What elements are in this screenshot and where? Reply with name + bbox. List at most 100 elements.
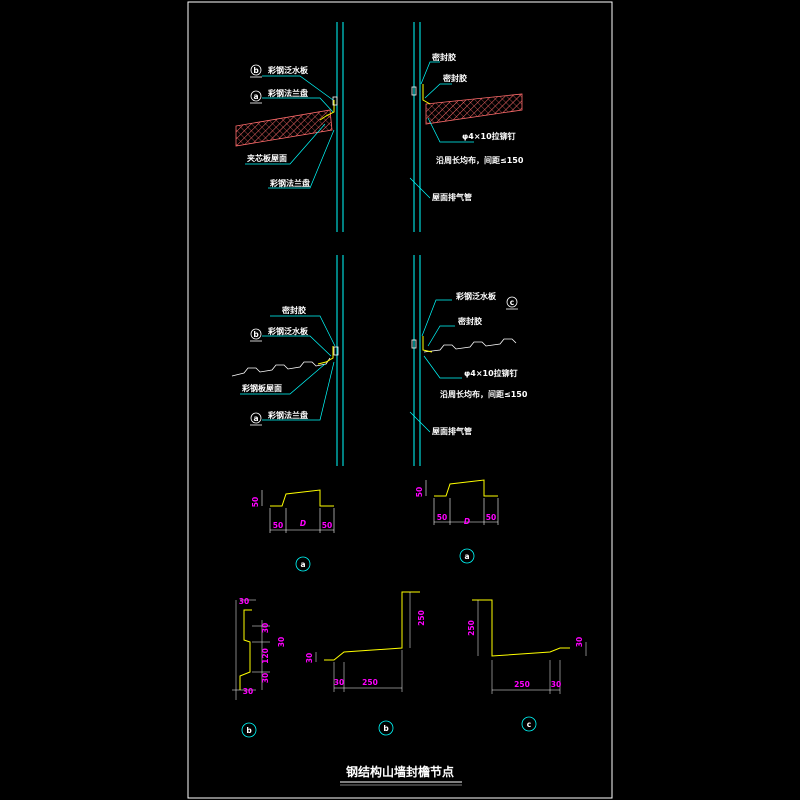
dim-height: 50 [251, 497, 260, 507]
dim-1: 30 [261, 623, 270, 633]
dim-riser: 250 [467, 620, 476, 636]
leader-line [262, 75, 334, 101]
corrugated-roof-sheet [231, 357, 331, 377]
label-sealant: 密封胶 [281, 305, 306, 315]
profile-outline [472, 599, 570, 657]
marker-circle [250, 64, 262, 76]
marker-a-text: a [300, 560, 305, 569]
detail-top-right: 密封胶 密封胶 φ4×10拉铆钉 沿周长均布，间距≤150 屋面排气管 [409, 22, 524, 232]
leader-line [240, 363, 326, 395]
profile-c: 250 30 250 30 c [467, 599, 587, 732]
sandwich-panel-roof-overlay [426, 94, 522, 124]
leader-line [262, 361, 335, 421]
dim-riser: 250 [417, 610, 426, 626]
dim-top: 30 [239, 597, 249, 606]
leader-line [270, 315, 336, 347]
marker-circle [250, 90, 262, 102]
profile-outline [270, 489, 334, 507]
label-flashing: 彩钢泛水板 [267, 65, 309, 75]
drawing-title: 钢结构山墙封檐节点 [346, 764, 454, 779]
label-flashing: 彩钢泛水板 [455, 291, 497, 301]
profile-b-large: 250 30 30 250 b [305, 591, 426, 736]
dim-step: 30 [575, 637, 584, 647]
dim-left: 50 [273, 521, 283, 530]
marker-circle [250, 412, 262, 424]
leader-line [420, 61, 440, 85]
detail-mid-right: c 彩钢泛水板 密封胶 φ4×10拉铆钉 沿周长均布，间距≤150 屋面排气管 [409, 255, 528, 466]
label-spacing: 沿周长均布，间距≤150 [436, 155, 524, 165]
dim-diameter: D [464, 517, 470, 526]
dim-3: 120 [261, 648, 270, 664]
leader-line [424, 83, 452, 99]
label-flange: 彩钢法兰盘 [267, 88, 308, 98]
flange-clamp [411, 339, 417, 349]
leader-line [423, 355, 462, 379]
corrugated-roof-sheet [423, 338, 517, 353]
flashing-plate [422, 84, 431, 105]
label-sealant: 密封胶 [431, 52, 456, 62]
label-vent-pipe: 屋面排气管 [432, 426, 472, 436]
dim-left: 50 [437, 513, 447, 522]
dim-lip: 30 [551, 680, 561, 689]
flange-clamp [332, 96, 338, 106]
label-spacing: 沿周长均布，间距≤150 [440, 389, 528, 399]
leader-line [262, 97, 334, 113]
leader-line [262, 335, 332, 357]
label-flashing: 彩钢泛水板 [267, 326, 309, 336]
marker-b-text: b [246, 726, 252, 735]
marker-circle [378, 720, 394, 736]
marker-b-text: b [383, 724, 389, 733]
marker-circle [295, 556, 311, 572]
dim-2: 30 [277, 637, 286, 647]
marker-circle [506, 296, 518, 308]
marker-c-text: c [527, 720, 531, 729]
leader-line [421, 299, 452, 337]
marker-circle [459, 548, 475, 564]
marker-circle [250, 328, 262, 340]
marker-circle [521, 716, 537, 732]
profile-outline [239, 609, 252, 690]
dim-lip: 30 [334, 678, 344, 687]
label-vent-pipe: 屋面排气管 [432, 192, 472, 202]
leader-line [409, 177, 431, 199]
dim-right: 50 [486, 513, 496, 522]
leader-line [427, 117, 474, 143]
flange-clamp [333, 346, 339, 356]
label-flange-2: 彩钢法兰盘 [269, 178, 310, 188]
profile-outline [434, 479, 498, 497]
leader-line [427, 325, 455, 347]
dim-4: 30 [261, 673, 270, 683]
dim-bottom: 30 [243, 687, 253, 696]
dim-step: 30 [305, 653, 314, 663]
flashing-plate [319, 100, 335, 121]
leader-line [409, 411, 431, 433]
dim-diameter: D [300, 519, 306, 528]
label-sandwich-roof: 夹芯板屋面 [247, 153, 287, 163]
label-sealant-2: 密封胶 [442, 73, 467, 83]
label-steel-roof: 彩钢板屋面 [241, 383, 282, 393]
label-rivet: φ4×10拉铆钉 [464, 368, 518, 378]
dim-height: 50 [415, 487, 424, 497]
marker-c-text: c [510, 298, 514, 307]
flange-clamp [411, 86, 417, 96]
leader-line [245, 123, 326, 165]
profile-outline [324, 591, 420, 661]
profile-a-right: 50 50 D 50 a [415, 479, 499, 564]
sandwich-panel-roof-overlay [236, 110, 332, 146]
label-flange: 彩钢法兰盘 [267, 410, 308, 420]
dim-run: 250 [362, 678, 378, 687]
marker-a-text: a [253, 414, 258, 423]
marker-circle [241, 722, 257, 738]
label-rivet: φ4×10拉铆钉 [462, 131, 516, 141]
drawing-frame [187, 1, 613, 799]
dim-run: 250 [514, 680, 530, 689]
marker-a-text: a [464, 552, 469, 561]
dim-right: 50 [322, 521, 332, 530]
marker-a-text: a [253, 92, 258, 101]
marker-b-text: b [253, 330, 259, 339]
label-sealant: 密封胶 [457, 316, 482, 326]
profile-a-left: 50 50 D 50 a [251, 489, 335, 572]
detail-mid-left: b a 密封胶 彩钢泛水板 彩钢板屋面 彩钢法兰盘 [231, 255, 344, 466]
marker-b-text: b [253, 66, 259, 75]
